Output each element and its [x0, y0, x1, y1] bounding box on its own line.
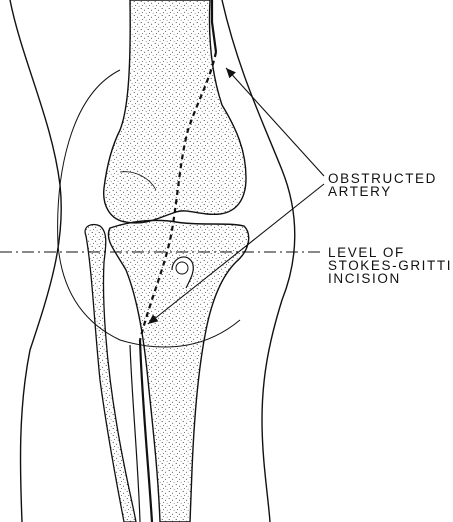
label-line: INCISION	[328, 272, 452, 285]
artery-upper	[212, 0, 216, 52]
tibial-spine-hole	[176, 262, 188, 274]
vein-line	[130, 345, 140, 522]
leg-outline-left	[10, 0, 61, 522]
incision-level-label: LEVEL OF STOKES-GRITTI INCISION	[328, 246, 452, 285]
femur-bone	[104, 0, 246, 223]
label-line: ARTERY	[328, 185, 437, 198]
obstructed-artery-label: OBSTRUCTED ARTERY	[328, 172, 437, 198]
